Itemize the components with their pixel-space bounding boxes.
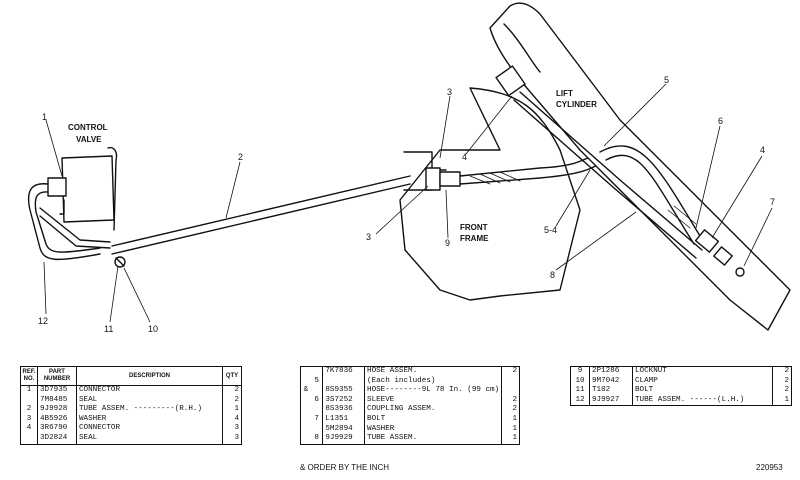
callout-2: 2: [238, 152, 243, 162]
callout-8: 8: [550, 270, 555, 280]
callout-4-left: 4: [462, 152, 467, 162]
callout-3-bottom: 3: [366, 232, 371, 242]
order-note: & ORDER BY THE INCH: [300, 463, 390, 472]
callout-5-4: 5-4: [544, 225, 557, 235]
callout-1: 1: [42, 112, 47, 122]
lift-cylinder-label-line-2: CYLINDER: [556, 100, 597, 109]
callout-12: 12: [38, 316, 48, 326]
callout-9: 9: [445, 238, 450, 248]
ref-header: REF.NO.: [20, 366, 38, 386]
hydraulic-line-diagram: CONTROL VALVE LIFT CYLINDER FRONT FRAME …: [27, 2, 791, 334]
description-header: DESCRIPTION: [76, 366, 223, 386]
table-row: 5(Each includes): [301, 376, 520, 387]
callout-4-right: 4: [760, 145, 765, 155]
control-valve-label-line-1: CONTROL: [68, 123, 108, 132]
lift-cylinder-label-line-1: LIFT: [556, 89, 573, 98]
callout-3-top: 3: [447, 87, 452, 97]
drawing-number: 220953: [756, 463, 783, 472]
front-frame-label-line-2: FRAME: [460, 234, 489, 243]
callout-7: 7: [770, 197, 775, 207]
qty-header: QTY: [222, 366, 242, 386]
callout-5: 5: [664, 75, 669, 85]
callout-6: 6: [718, 116, 723, 126]
control-valve-label-line-2: VALVE: [76, 135, 102, 144]
callout-11: 11: [104, 324, 113, 334]
front-frame-label-line-1: FRONT: [460, 223, 488, 232]
callout-10: 10: [148, 324, 158, 334]
